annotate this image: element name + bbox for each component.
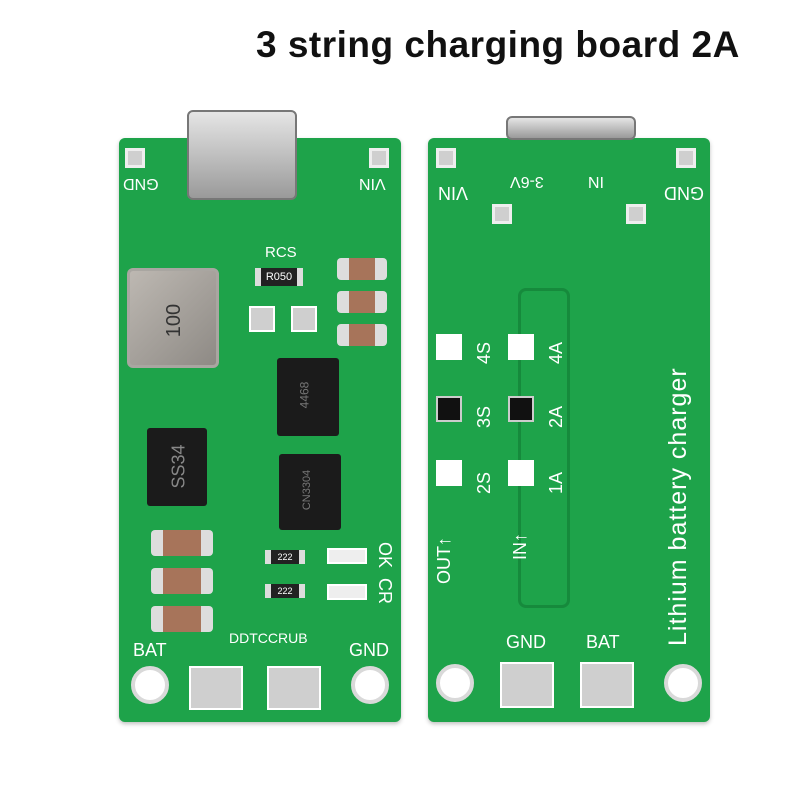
- label-out: OUT↑: [434, 537, 454, 584]
- label-bat: BAT: [133, 640, 167, 660]
- label-2a: 2A: [546, 405, 566, 428]
- jumper-2a[interactable]: [508, 396, 534, 422]
- jumper-3s[interactable]: [436, 396, 462, 422]
- label-gnd-bottom: GND: [506, 632, 546, 652]
- capacitor: [337, 258, 387, 280]
- label-input-range: 3-6V: [510, 173, 544, 190]
- capacitor: [151, 530, 213, 556]
- label-product: Lithium battery charger: [664, 367, 692, 646]
- diode-ss34: SS34: [147, 428, 207, 506]
- trace: [518, 288, 570, 608]
- label-3s: 3S: [474, 405, 494, 428]
- ic-marking: CN3304: [301, 469, 314, 511]
- label-gnd-top: GND: [664, 183, 704, 203]
- vin-pad: [369, 148, 389, 168]
- label-4s: 4S: [474, 341, 494, 364]
- inductor: 100: [127, 268, 219, 368]
- label-in: IN: [588, 173, 604, 190]
- jumper-1a[interactable]: [508, 460, 534, 486]
- label-brand: DDTCCRUB: [229, 630, 308, 646]
- ic-4468: 4468: [277, 358, 339, 436]
- usb-c-connector: [506, 116, 636, 140]
- label-bat: BAT: [586, 632, 620, 652]
- gnd-pad: [125, 148, 145, 168]
- product-title: 3 string charging board 2A: [256, 24, 740, 65]
- gnd-solder-pad: [500, 662, 554, 708]
- capacitor: [337, 291, 387, 313]
- pad: [291, 306, 317, 332]
- resistor-222: 222: [265, 584, 305, 598]
- bat-solder-pad: [580, 662, 634, 708]
- pcb-back: VIN 3-6V IN GND 4S 3S 2S 4A 2A 1A OUT↑ I…: [428, 116, 710, 722]
- gnd-solder-pad: [267, 666, 321, 710]
- diode-marking: SS34: [168, 444, 189, 489]
- pad: [676, 148, 696, 168]
- label-gnd-top: GND: [123, 175, 159, 192]
- mounting-hole: [664, 664, 702, 702]
- label-1a: 1A: [546, 471, 566, 494]
- label-in-arrow: IN↑: [510, 533, 530, 560]
- pad: [626, 204, 646, 224]
- inductor-marking: 100: [163, 303, 186, 338]
- usb-c-connector: [187, 110, 297, 200]
- mounting-hole: [436, 664, 474, 702]
- label-ok: OK: [375, 542, 395, 569]
- ic-marking: 4468: [297, 381, 312, 409]
- mounting-hole: [351, 666, 389, 704]
- pcb-front: GND VIN RCS R050 100 SS34 4468 CN3304 22…: [119, 110, 401, 722]
- pad: [436, 148, 456, 168]
- led-cr: [327, 584, 367, 600]
- label-rcs: RCS: [265, 244, 297, 261]
- pad: [492, 204, 512, 224]
- resistor-r050: R050: [255, 268, 303, 286]
- jumper-4s[interactable]: [436, 334, 462, 360]
- label-2s: 2S: [474, 471, 494, 494]
- bat-solder-pad: [189, 666, 243, 710]
- jumper-2s[interactable]: [436, 460, 462, 486]
- label-vin-top: VIN: [359, 175, 386, 192]
- ic-cn3304: CN3304: [279, 454, 341, 530]
- capacitor: [151, 606, 213, 632]
- capacitor: [337, 324, 387, 346]
- label-4a: 4A: [546, 341, 566, 364]
- label-cr: CR: [375, 578, 395, 604]
- label-vin: VIN: [438, 183, 469, 203]
- capacitor: [151, 568, 213, 594]
- mounting-hole: [131, 666, 169, 704]
- pad: [249, 306, 275, 332]
- resistor-222: 222: [265, 550, 305, 564]
- led-ok: [327, 548, 367, 564]
- jumper-4a[interactable]: [508, 334, 534, 360]
- label-gnd-bottom: GND: [349, 640, 389, 660]
